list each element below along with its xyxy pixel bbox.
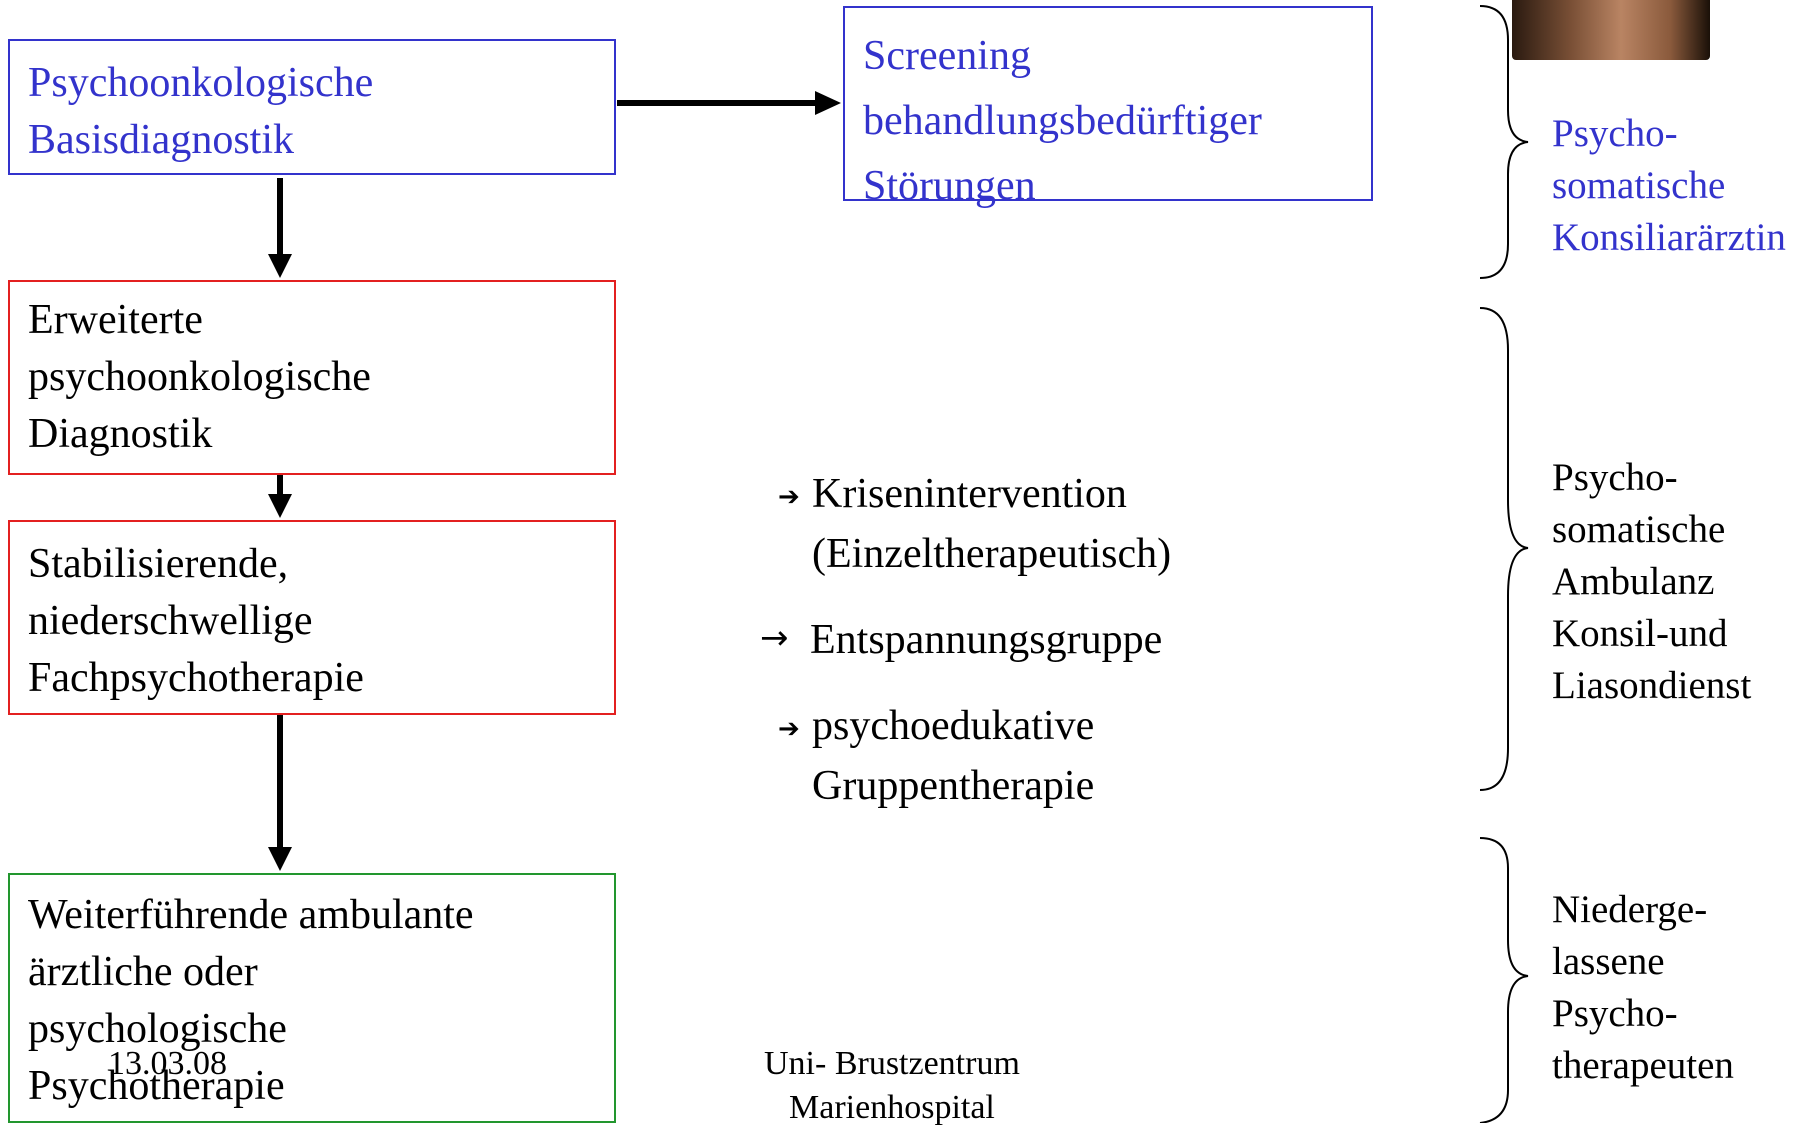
box-line: niederschwellige — [28, 598, 313, 644]
list-item-label: (Einzeltherapeutisch) — [812, 530, 1172, 577]
arrow-stabil-to-weiter — [268, 714, 292, 871]
brace-ambulanz — [1479, 307, 1529, 791]
arrow-bullet-icon: ➔ — [778, 713, 800, 744]
footer-date: 13.03.08 — [108, 1045, 227, 1082]
box-line: psychoonkologische — [28, 354, 371, 400]
label-ambulanz: Psycho- somatische Ambulanz Konsil-und L… — [1552, 452, 1751, 712]
arrow-icon: → — [760, 618, 789, 658]
brace-nieder — [1479, 837, 1529, 1123]
box-line: Erweiterte — [28, 297, 203, 343]
label-line: Nieder­ge- — [1552, 888, 1708, 931]
list-item-label: Gruppentherapie — [812, 762, 1095, 809]
portrait-photo — [1512, 0, 1710, 60]
box-line: Psychoonkologische — [28, 60, 374, 106]
label-line: Psycho- — [1552, 112, 1678, 155]
box-line: ärztliche oder — [28, 949, 258, 995]
box-basisdiagnostik: Psychoonkologische Basisdiagnostik — [8, 39, 616, 175]
list-item-label: Krisenintervention — [812, 471, 1127, 517]
list-item-label: psychoedukative — [812, 703, 1095, 749]
box-line: Fachpsychotherapie — [28, 655, 364, 701]
box-line: Störungen — [863, 163, 1036, 209]
arrow-basis-to-erweiterte — [268, 178, 292, 278]
box-line: Stabilisierende, — [28, 541, 289, 587]
box-stabilisierende-therapie: Stabilisierende, niederschwellige Fachps… — [8, 520, 616, 715]
label-niedergelassene: Nieder­ge- lassene Psycho- therapeuten — [1552, 884, 1734, 1092]
label-line: Psycho- — [1552, 992, 1678, 1035]
footer-line: Marienhospital — [789, 1089, 995, 1126]
box-line: Basisdiagnostik — [28, 117, 295, 163]
box-line: Psychotherapie — [28, 1063, 285, 1109]
box-screening: Screening behandlungsbedürftiger Störung… — [843, 6, 1373, 209]
label-line: Psycho- — [1552, 456, 1678, 499]
box-weiterfuehrende-psychotherapie: Weiterführende ambulante ärztliche oder … — [8, 873, 616, 1123]
label-line: lassene — [1552, 940, 1665, 983]
list-item-krisenintervention: ➔ Krisenintervention (Einzeltherapeutisch… — [778, 466, 1171, 583]
box-line: Screening — [863, 33, 1031, 79]
box-line: behandlungsbedürftiger — [863, 98, 1262, 144]
label-line: therapeuten — [1552, 1044, 1734, 1087]
arrow-basis-to-screening — [617, 91, 841, 115]
list-item-label: Entspannungsgruppe — [810, 617, 1163, 663]
box-line: psychologische — [28, 1006, 287, 1052]
list-item-psychoedukative: ➔ psychoedukative Gruppentherapie — [778, 698, 1094, 815]
box-erweiterte-diagnostik: Erweiterte psychoonkologische Diagnostik — [8, 280, 616, 475]
footer-organization: Uni- Brustzentrum Marienhospital — [764, 1042, 1020, 1130]
box-line: Diagnostik — [28, 411, 213, 457]
label-line: Liasondienst — [1552, 664, 1752, 707]
list-item-entspannungsgruppe: → Entspannungsgruppe — [760, 610, 1162, 669]
label-line: Konsil-und — [1552, 612, 1728, 655]
label-line: Konsiliarärztin — [1552, 216, 1786, 259]
label-line: somatische — [1552, 508, 1726, 551]
label-line: somatische — [1552, 164, 1726, 207]
label-konsiliararztin: Psycho- somatische Konsiliarärztin — [1552, 108, 1786, 264]
box-line: Weiterführende ambulante — [28, 892, 474, 938]
footer-line: Uni- Brustzentrum — [764, 1045, 1020, 1082]
arrow-bullet-icon: ➔ — [778, 481, 800, 512]
label-line: Ambulanz — [1552, 560, 1715, 603]
